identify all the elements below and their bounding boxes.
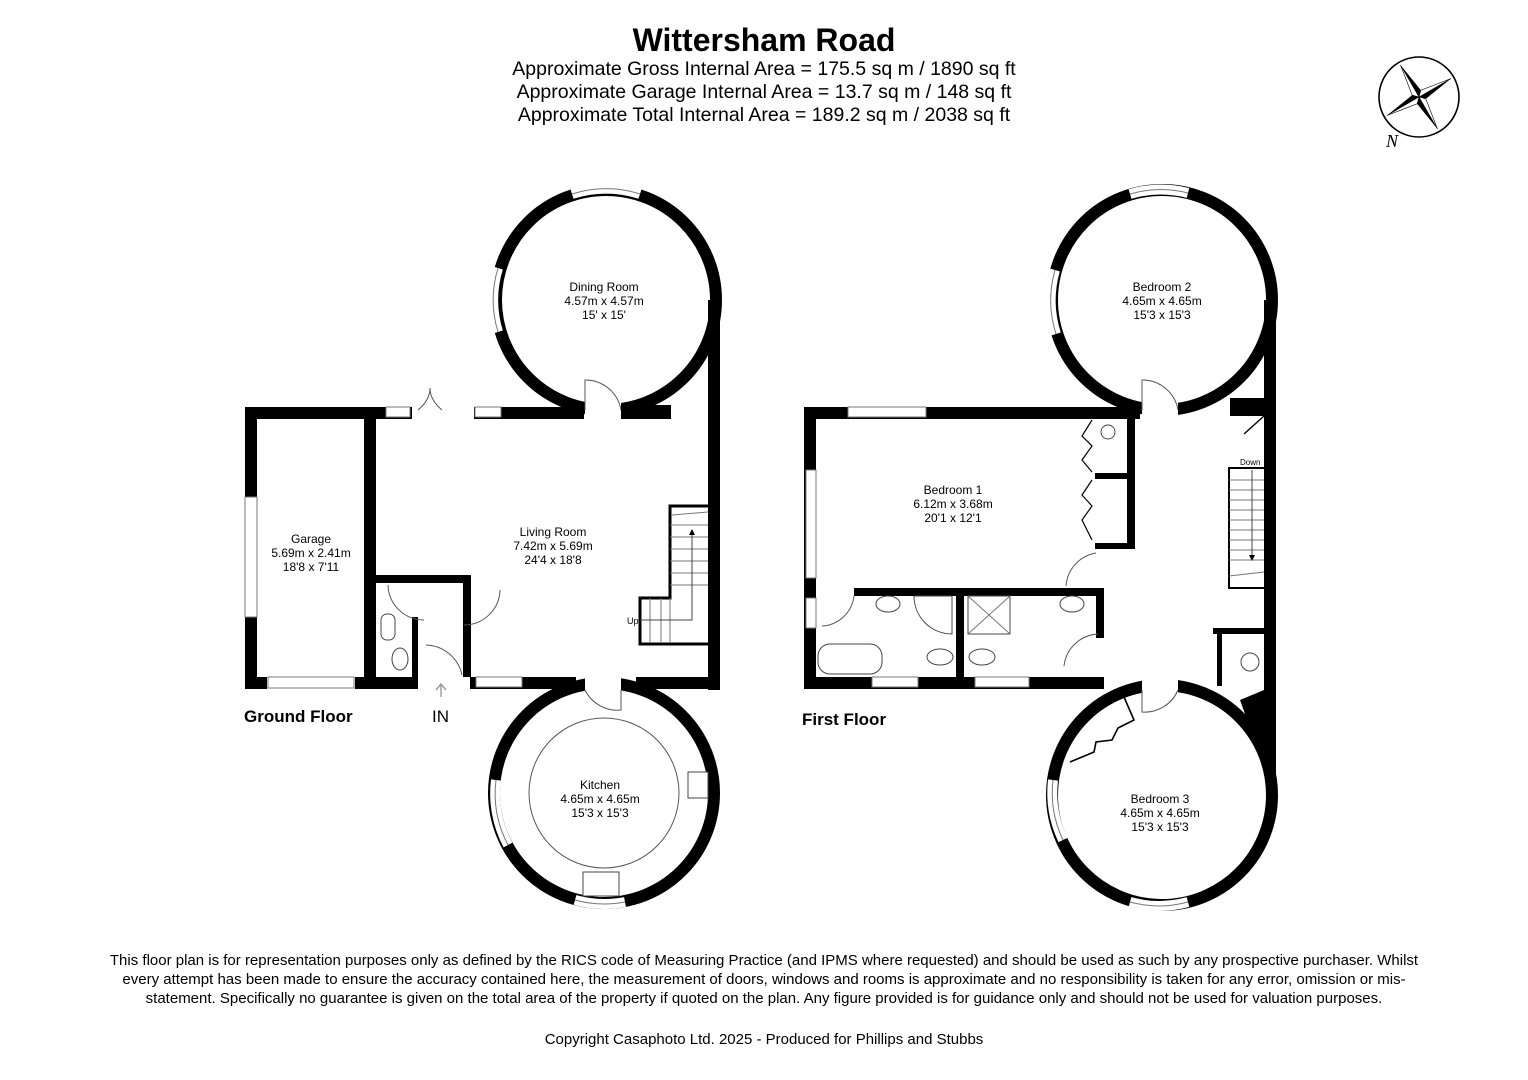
kitchen-name: Kitchen bbox=[580, 778, 620, 792]
bedroom-2: Bedroom 2 4.65m x 4.65m 15'3 x 15'3 bbox=[1045, 184, 1278, 690]
bedroom-2-imperial: 15'3 x 15'3 bbox=[1133, 308, 1191, 322]
entrance-label: IN bbox=[432, 707, 449, 726]
living-room-metric: 7.42m x 5.69m bbox=[513, 539, 592, 553]
bedroom-1-name: Bedroom 1 bbox=[924, 483, 983, 497]
ground-floor-label: Ground Floor bbox=[244, 707, 353, 726]
ground-floor-stairs: Up bbox=[627, 504, 709, 646]
bedroom-1: Bedroom 1 6.12m x 3.68m 20'1 x 12'1 bbox=[804, 406, 1140, 689]
ground-floor-plan: Dining Room 4.57m x 4.57m 15' x 15' Gara… bbox=[244, 183, 722, 909]
bedroom-2-name: Bedroom 2 bbox=[1133, 280, 1192, 294]
bedroom-1-metric: 6.12m x 3.68m bbox=[913, 497, 992, 511]
first-floor-label: First Floor bbox=[802, 710, 887, 729]
bedroom-2-metric: 4.65m x 4.65m bbox=[1122, 294, 1201, 308]
living-room-imperial: 24'4 x 18'8 bbox=[524, 553, 582, 567]
down-stairs-label: Down bbox=[1240, 458, 1260, 467]
kitchen-metric: 4.65m x 4.65m bbox=[560, 792, 639, 806]
compass-north-label: N bbox=[1385, 131, 1399, 151]
garage-imperial: 18'8 x 7'11 bbox=[283, 560, 340, 574]
first-floor-stairs: Down bbox=[1213, 398, 1270, 686]
entrance-arrow-icon bbox=[435, 682, 447, 697]
up-stairs-label: Up bbox=[627, 616, 639, 626]
garage: Garage 5.69m x 2.41m 18'8 x 7'11 bbox=[244, 407, 380, 689]
bedroom-3-imperial: 15'3 x 15'3 bbox=[1131, 820, 1189, 834]
bedroom-3-metric: 4.65m x 4.65m bbox=[1120, 806, 1199, 820]
bedroom-1-imperial: 20'1 x 12'1 bbox=[924, 511, 982, 525]
first-floor-plan: Bedroom 2 4.65m x 4.65m 15'3 x 15'3 bbox=[804, 184, 1278, 911]
garage-metric: 5.69m x 2.41m bbox=[271, 546, 350, 560]
disclaimer-text: This floor plan is for representation pu… bbox=[109, 952, 1419, 1007]
compass-rose-icon: N bbox=[1378, 56, 1460, 151]
bedroom-3: Bedroom 3 4.65m x 4.65m 15'3 x 15'3 bbox=[1046, 676, 1278, 911]
gross-area-text: Approximate Gross Internal Area = 175.5 … bbox=[512, 58, 1016, 80]
copyright-text: Copyright Casaphoto Ltd. 2025 - Produced… bbox=[544, 1031, 984, 1048]
plan-title: Wittersham Road bbox=[632, 22, 896, 58]
bedroom-3-name: Bedroom 3 bbox=[1131, 792, 1190, 806]
dining-room: Dining Room 4.57m x 4.57m 15' x 15' bbox=[488, 183, 722, 690]
dining-room-name: Dining Room bbox=[569, 280, 638, 294]
dining-room-metric: 4.57m x 4.57m bbox=[564, 294, 643, 308]
living-room: Up Living Room 7.42m x 5.69m 24'4 x 18'8 bbox=[364, 387, 709, 689]
kitchen-imperial: 15'3 x 15'3 bbox=[571, 806, 629, 820]
dining-room-imperial: 15' x 15' bbox=[582, 308, 626, 322]
total-area-text: Approximate Total Internal Area = 189.2 … bbox=[517, 104, 1011, 126]
kitchen: Kitchen 4.65m x 4.65m 15'3 x 15'3 bbox=[488, 676, 720, 909]
living-room-name: Living Room bbox=[520, 525, 587, 539]
garage-area-text: Approximate Garage Internal Area = 13.7 … bbox=[516, 81, 1012, 103]
garage-name: Garage bbox=[291, 532, 331, 546]
